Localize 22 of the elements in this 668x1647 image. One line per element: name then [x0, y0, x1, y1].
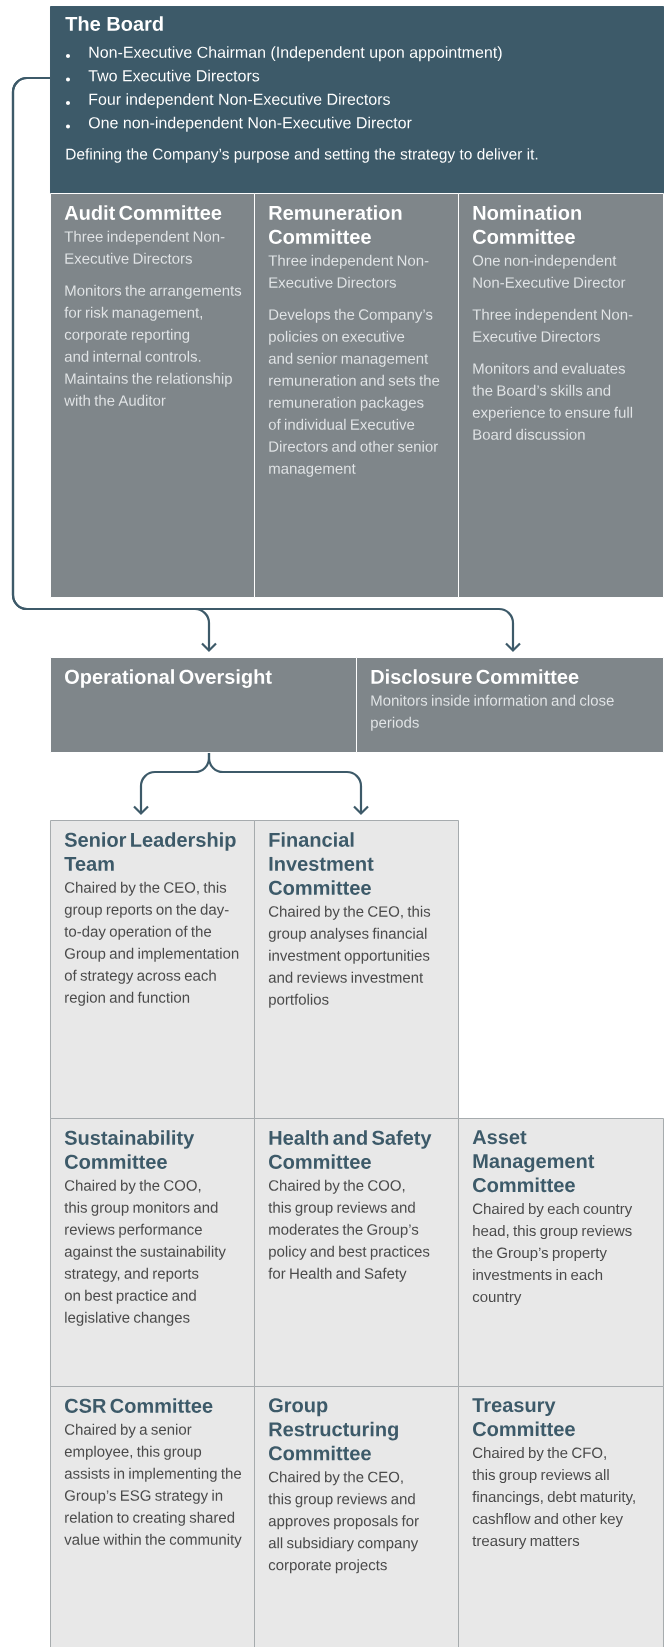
node-label: Chaired by the CFO, this group reviews all financings, debt maturity, cashflow and other key treasury matters [472, 1447, 635, 1550]
board-panel: The Board Non-Executive Chairman (Independent upon appointment) Two Executive Directors Four independent Non-Executive Directors One non-independent Non-Executive Director Defining the Company’s purpose and setting the strategy to deliver it. [50, 6, 664, 194]
committee-box: Operational Oversight [50, 657, 357, 753]
arrow [207, 753, 369, 815]
committee-box: Nomination Committee One non-independent Non-Executive Director Three independent Non-Executive Directors Monitors and evaluates the Board’s skills and experience to ensure full Board discussion [458, 193, 664, 598]
committee-box: Remuneration Committee Three independent Non-Executive Directors Develops the Company’s policies on executive and senior management remuneration and sets the remuneration packages of individual Executive Directors and other senior management [254, 193, 459, 598]
committee-box: Audit Committee Three independent Non-Executive Directors Monitors the arrangements for risk management, corporate reporting and internal controls. Maintains the relationship with the Auditor [50, 193, 255, 598]
arrow [11, 76, 521, 652]
node-label: Chaired by a senior employee, this group assists in implementing the Group’s ESG strategy in relation to creating shared value within the community [64, 1423, 242, 1548]
committee-box: Asset Management Committee Chaired by each country head, this group reviews the Group’s property investments in each country [458, 1118, 664, 1387]
node-label: Treasury Committee [472, 1398, 575, 1437]
node-label: Group Restructuring Committee [269, 1398, 398, 1461]
committee-box: Senior Leadership Team Chaired by the CEO, this group reports on the day-to-day operation of the Group and implementation of strategy across each region and function [50, 820, 255, 1119]
committee-box: Sustainability Committee Chaired by the COO, this group monitors and reviews performance against the sustainability strategy, and reports on best practice and legislative changes [50, 1118, 255, 1387]
committee-box: Group Restructuring Committee Chaired by the CEO, this group reviews and approves proposals for all subsidiary company corporate projects [254, 1386, 459, 1647]
committee-box: Disclosure Committee Monitors inside information and close periods [356, 657, 664, 753]
node-label: Chaired by the CEO, this group reviews and approves proposals for all subsidiary company corporate projects [268, 1471, 419, 1574]
committee-box: Treasury Committee Chaired by the CFO, this group reviews all financings, debt maturity, cashflow and other key treasury matters [458, 1386, 664, 1647]
node-label: CSR Committee [65, 1398, 213, 1413]
committee-box: Financial Investment Committee Chaired by the CEO, this group analyses financial investment opportunities and reviews investment portfolios [254, 820, 459, 1119]
committee-box: Health and Safety Committee Chaired by the COO, this group reviews and moderates the Group’s policy and best practices for Health and Safety [254, 1118, 459, 1387]
committee-box: CSR Committee Chaired by a senior employee, this group assists in implementing the Group’s ESG strategy in relation to creating shared value within the community [50, 1386, 255, 1647]
